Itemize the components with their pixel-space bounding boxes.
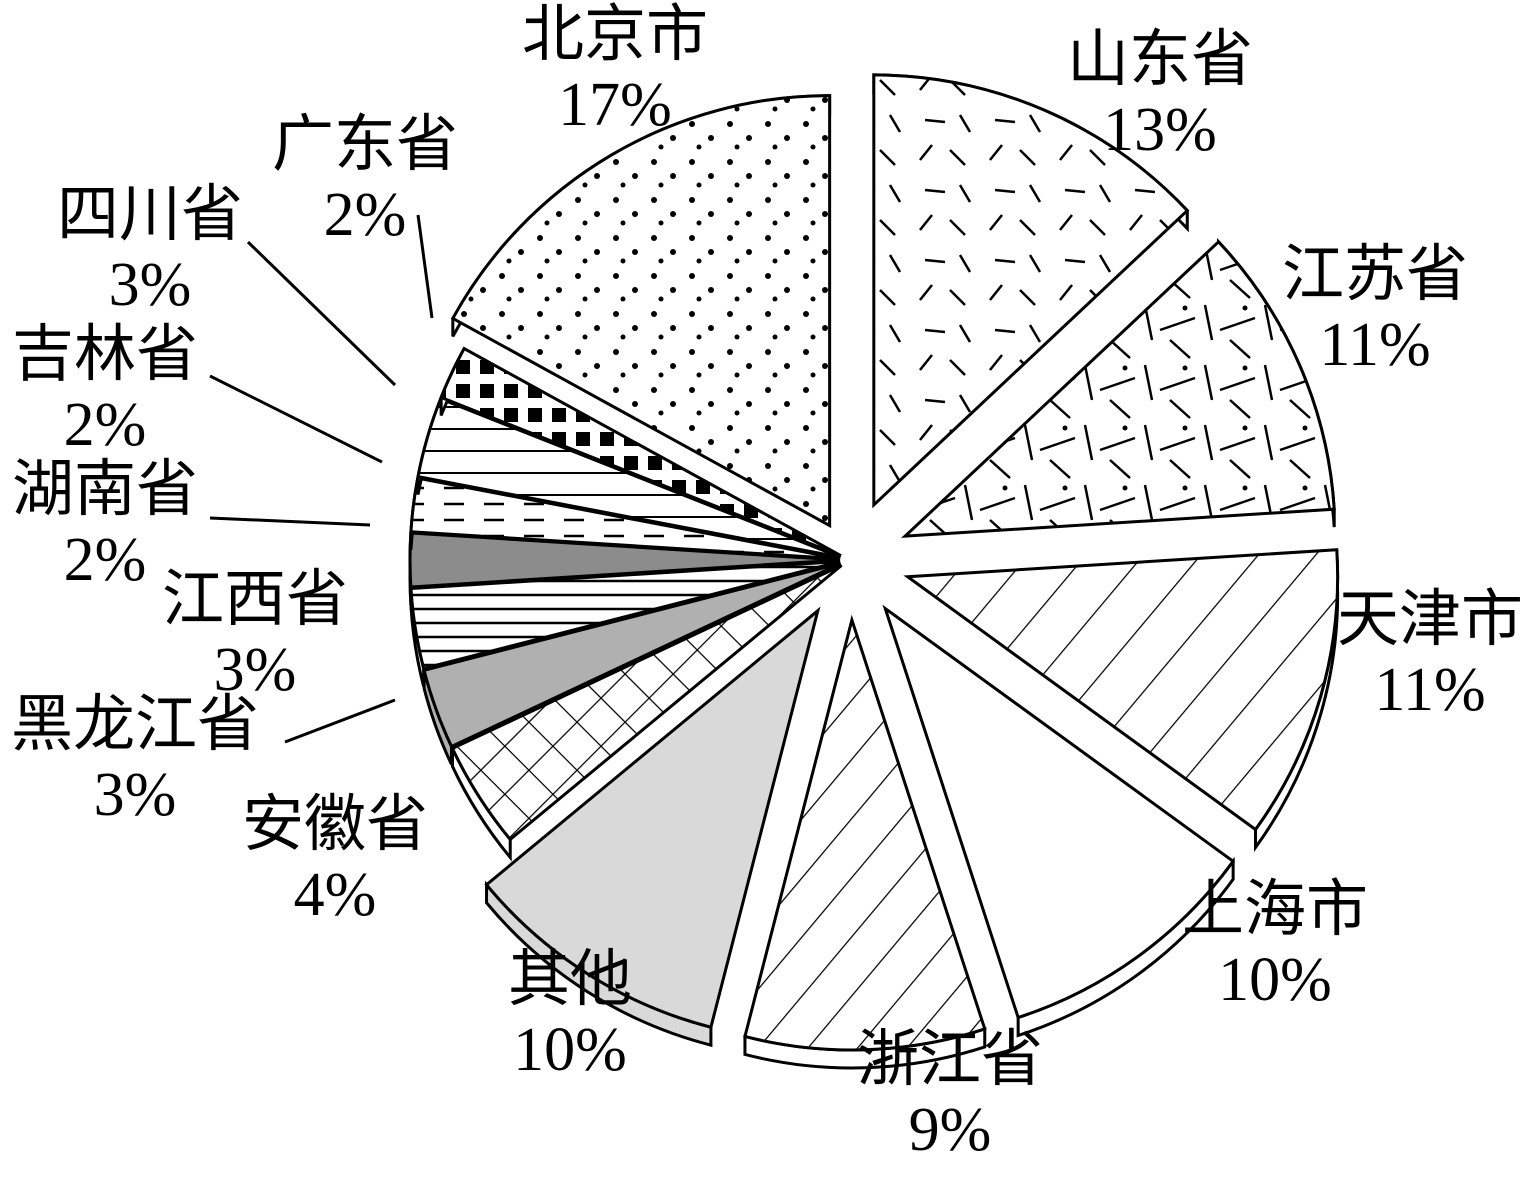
- slice-label: 北京市: [522, 0, 708, 70]
- pie-slice-pattern: [907, 549, 1338, 830]
- pie-slice-14: [450, 94, 832, 529]
- leader-line: [416, 214, 434, 319]
- slice-label: 上海市: [1182, 872, 1368, 945]
- slice-label: 安徽省: [242, 787, 428, 860]
- pie-slice-9: [409, 560, 841, 687]
- pie-slice-pattern: [452, 565, 842, 840]
- pie-slice-7: [450, 564, 843, 862]
- slice-label: 江苏省: [1282, 237, 1468, 310]
- pie-slice-5: [743, 614, 987, 1070]
- pie-slice-pattern: [873, 74, 1188, 505]
- slice-percent-label: 3%: [94, 761, 177, 829]
- pie-slice-outline: [903, 548, 1340, 832]
- slice-label: 山东省: [1067, 22, 1253, 95]
- slice-percent-label: 3%: [214, 636, 297, 704]
- slice-percent-label: 2%: [64, 526, 147, 594]
- pie-slice-13: [439, 346, 842, 558]
- pie-slice-outline: [743, 614, 987, 1052]
- pie-slice-outline: [484, 606, 821, 1029]
- slice-percent-label: 10%: [513, 1016, 627, 1084]
- pie-slice-pattern: [905, 241, 1335, 537]
- leader-line: [209, 374, 383, 464]
- slice-percent-label: 10%: [1218, 946, 1332, 1014]
- leader-line: [284, 698, 396, 744]
- slice-label: 浙江省: [857, 1022, 1043, 1095]
- pie-slice-face: [885, 608, 1234, 1018]
- slice-percent-label: 11%: [1374, 656, 1485, 724]
- slice-label: 湖南省: [12, 452, 198, 525]
- pie-slice-12: [416, 396, 841, 559]
- pie-slice-2: [901, 238, 1336, 538]
- pie-slice-outline: [882, 604, 1236, 1020]
- slice-label: 吉林省: [12, 317, 198, 390]
- pie-slice-pattern: [418, 398, 841, 558]
- slice-percent-label: 3%: [109, 251, 192, 319]
- pie-slice-outline: [439, 346, 842, 558]
- pie-slice-3: [903, 548, 1340, 853]
- slice-percent-label: 2%: [324, 181, 407, 249]
- slice-label: 其他: [508, 942, 632, 1015]
- slice-label: 四川省: [57, 177, 243, 250]
- pie-slice-6: [484, 606, 821, 1048]
- slice-percent-label: 9%: [909, 1096, 992, 1164]
- pie-slice-pattern: [441, 348, 841, 556]
- pie-slice-outline: [872, 73, 1190, 509]
- pie-slice-face: [486, 610, 818, 1028]
- leader-line: [209, 516, 371, 527]
- slice-percent-label: 13%: [1103, 96, 1217, 164]
- pie-slice-1: [872, 73, 1190, 509]
- slice-label: 黑龙江省: [11, 687, 259, 760]
- slice-label: 江西省: [162, 562, 348, 635]
- leader-line: [246, 240, 397, 387]
- pie-slice-4: [882, 604, 1236, 1038]
- pie-slice-pattern: [744, 619, 985, 1050]
- slice-percent-label: 2%: [64, 391, 147, 459]
- slice-percent-label: 17%: [558, 71, 672, 139]
- pie-slice-face: [424, 563, 841, 747]
- pie-slice-outline: [901, 239, 1336, 538]
- slice-percent-label: 11%: [1319, 311, 1430, 379]
- slice-label: 广东省: [272, 107, 458, 180]
- pie-slice-outline: [450, 94, 832, 529]
- slice-percent-label: 4%: [294, 861, 377, 929]
- slice-label: 天津市: [1337, 582, 1523, 655]
- pie-slice-face: [409, 533, 840, 587]
